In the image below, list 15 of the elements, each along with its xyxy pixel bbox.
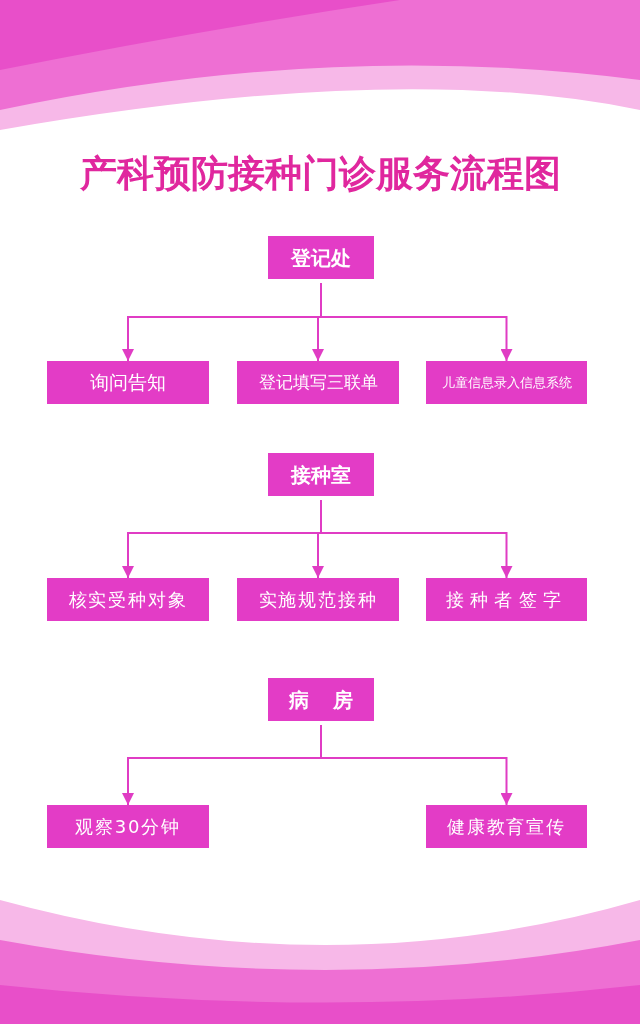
process-box: 询问告知 (47, 361, 209, 404)
process-box: 登记处 (268, 236, 374, 279)
process-box: 儿童信息录入信息系统 (426, 361, 587, 404)
process-box: 病房 (268, 678, 374, 721)
connector-arrow (320, 282, 513, 362)
process-box: 核实受种对象 (47, 578, 209, 621)
process-box: 接种室 (268, 453, 374, 496)
process-box: 接种者签字 (426, 578, 587, 621)
title: 产科预防接种门诊服务流程图 (78, 151, 562, 197)
process-box: 登记填写三联单 (237, 361, 399, 404)
process-box: 观察30分钟 (47, 805, 209, 848)
connector-arrow (320, 499, 513, 579)
connector-arrow (320, 724, 513, 806)
process-box: 健康教育宣传 (426, 805, 587, 848)
process-box: 实施规范接种 (237, 578, 399, 621)
